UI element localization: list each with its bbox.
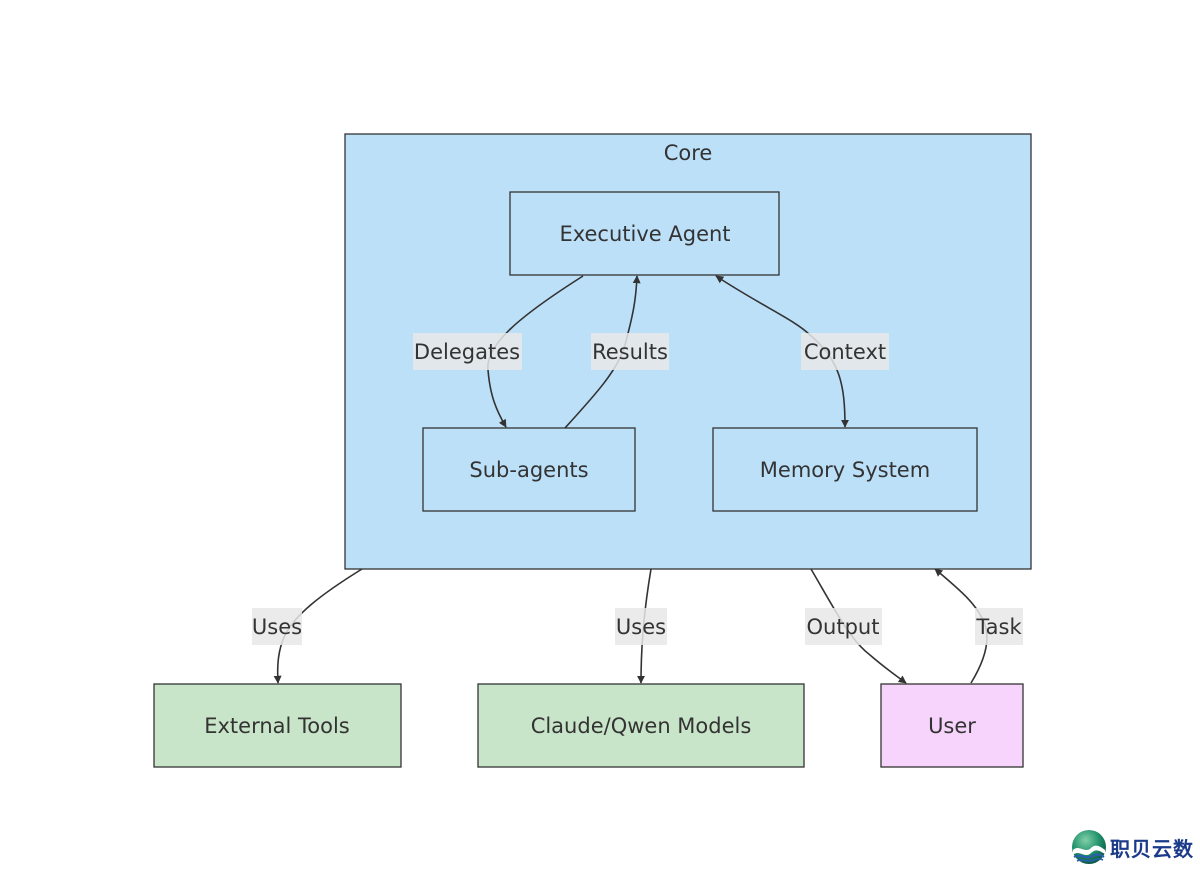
watermark-text: 职贝云数 bbox=[1110, 836, 1194, 861]
node-user: User bbox=[880, 683, 1024, 768]
node-memory-system: Memory System bbox=[712, 427, 978, 512]
node-sub-agents: Sub-agents bbox=[422, 427, 636, 512]
edge-label-output: Output bbox=[805, 608, 882, 645]
edge-output bbox=[810, 568, 907, 684]
svg-text:Delegates: Delegates bbox=[414, 340, 520, 364]
edge-label-context: Context bbox=[801, 333, 889, 370]
node-executive-agent: Executive Agent bbox=[509, 191, 780, 276]
svg-text:Uses: Uses bbox=[616, 615, 666, 639]
node-sub-agents-label: Sub-agents bbox=[469, 458, 588, 482]
svg-text:Task: Task bbox=[975, 615, 1022, 639]
node-claude-qwen-models: Claude/Qwen Models bbox=[477, 683, 805, 768]
edge-label-uses-tools: Uses bbox=[252, 608, 302, 645]
edge-label-task: Task bbox=[975, 608, 1023, 645]
node-user-label: User bbox=[928, 714, 976, 738]
wave-globe-logo-icon bbox=[1072, 830, 1106, 864]
svg-text:Uses: Uses bbox=[252, 615, 302, 639]
svg-text:Context: Context bbox=[804, 340, 886, 364]
svg-text:Output: Output bbox=[807, 615, 880, 639]
cluster-core-title: Core bbox=[664, 141, 713, 165]
node-memory-system-label: Memory System bbox=[760, 458, 930, 482]
node-external-tools-label: External Tools bbox=[204, 714, 350, 738]
edge-label-results: Results bbox=[591, 333, 669, 370]
watermark: 职贝云数 bbox=[1070, 828, 1194, 866]
edge-labels: Delegates Results Context Uses Uses Outp… bbox=[252, 333, 1023, 645]
node-executive-agent-label: Executive Agent bbox=[559, 222, 730, 246]
edge-label-uses-models: Uses bbox=[615, 608, 667, 645]
node-external-tools: External Tools bbox=[153, 683, 402, 768]
edge-label-delegates: Delegates bbox=[413, 333, 522, 370]
node-claude-qwen-models-label: Claude/Qwen Models bbox=[531, 714, 752, 738]
svg-text:Results: Results bbox=[592, 340, 668, 364]
